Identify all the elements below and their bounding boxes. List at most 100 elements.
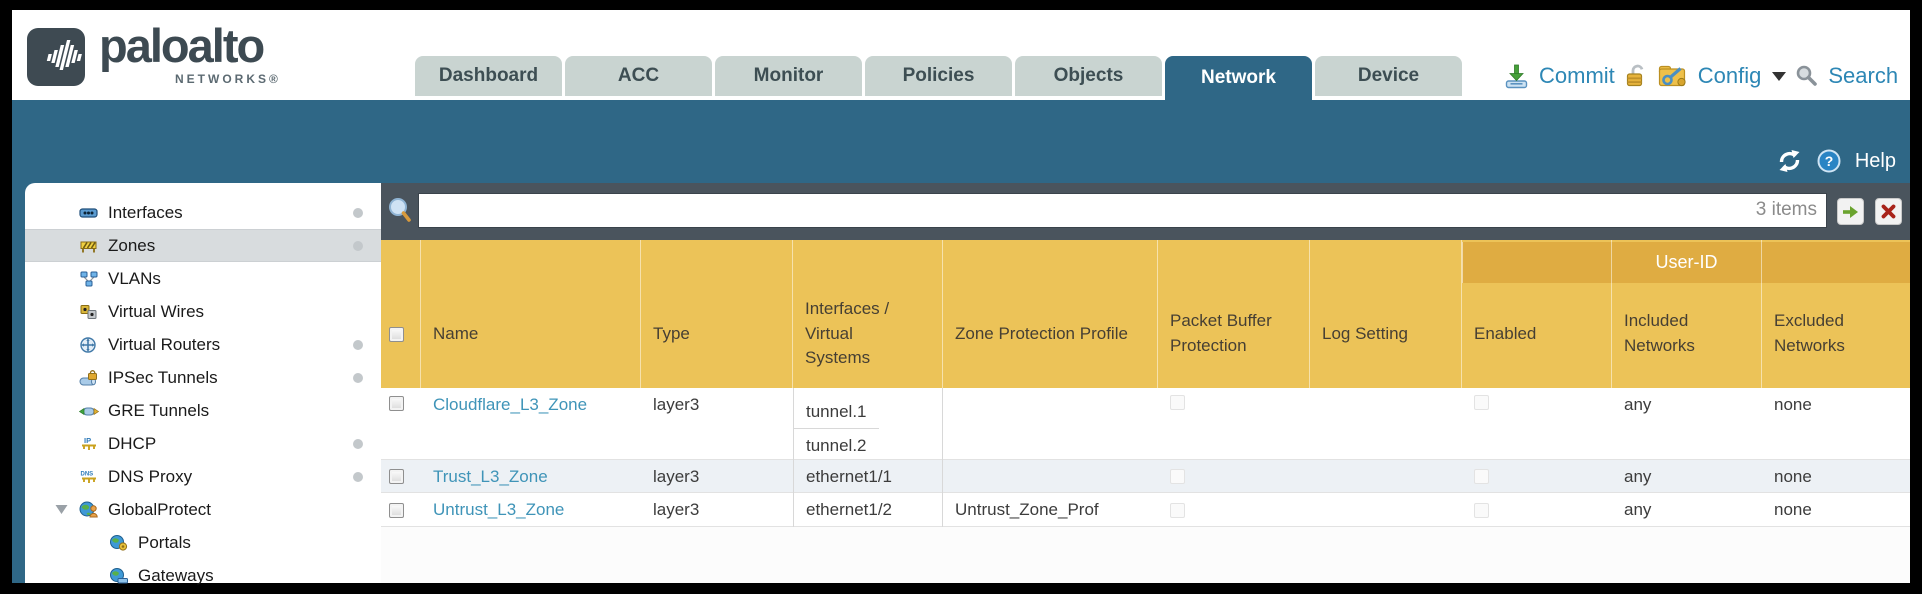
apply-filter-button[interactable] (1837, 198, 1864, 225)
packet-buffer-protection-cell (1158, 388, 1310, 463)
log-setting-cell (1310, 388, 1462, 463)
header-utilities: Commit Config Search (1503, 58, 1898, 94)
tab-acc[interactable]: ACC (565, 56, 712, 96)
virtual-wires-icon (79, 304, 99, 320)
help-icon[interactable]: ? (1817, 149, 1841, 173)
dns-proxy-icon: DNS (79, 469, 99, 485)
sub-header-band: ? Help (12, 100, 1910, 183)
commit-icon[interactable] (1503, 63, 1530, 89)
brand-name: paloalto (99, 19, 265, 72)
sidebar-item-label: Interfaces (108, 202, 183, 222)
brand-sub: NETWORKS® (175, 72, 281, 86)
sidebar-item-label: Virtual Routers (108, 334, 221, 354)
vlans-icon (79, 271, 99, 287)
help-label[interactable]: Help (1854, 149, 1896, 172)
excluded-networks-cell: none (1774, 395, 1812, 414)
portals-icon (109, 534, 129, 551)
user-id-enabled-cell (1462, 493, 1612, 527)
app-header: paloalto NETWORKS® Dashboard ACC Monitor… (12, 10, 1910, 100)
tab-device[interactable]: Device (1315, 56, 1462, 96)
sidebar-item-globalprotect[interactable]: GlobalProtect (25, 493, 381, 526)
tab-dashboard[interactable]: Dashboard (415, 56, 562, 96)
row-select-checkbox[interactable] (389, 502, 404, 518)
sidebar-item-gateways[interactable]: Gateways (25, 559, 381, 592)
zone-type-cell: layer3 (653, 466, 700, 486)
search-button[interactable]: Search (1828, 63, 1899, 88)
filter-input[interactable] (418, 193, 1827, 228)
row-select-checkbox[interactable] (389, 469, 404, 484)
sidebar-item-label: GRE Tunnels (108, 400, 210, 420)
column-header-log-setting[interactable]: Log Setting (1310, 240, 1462, 388)
commit-button[interactable]: Commit (1539, 63, 1615, 88)
interfaces-cell: tunnel.1 tunnel.2 (793, 388, 943, 463)
lock-icon[interactable] (1624, 63, 1649, 89)
sidebar-item-zones[interactable]: Zones (25, 229, 381, 262)
zone-name-link[interactable]: Cloudflare_L3_Zone (433, 395, 588, 414)
tab-objects[interactable]: Objects (1015, 56, 1162, 96)
column-header-included-networks[interactable]: Included Networks (1612, 240, 1762, 388)
search-icon[interactable] (1795, 64, 1819, 88)
sidebar-item-gre-tunnels[interactable]: GRE Tunnels (25, 394, 381, 427)
status-dot (353, 372, 363, 383)
status-dot (353, 240, 363, 251)
tab-network[interactable]: Network (1165, 56, 1312, 100)
row-select-checkbox[interactable] (389, 396, 404, 411)
included-networks-cell: any (1624, 500, 1652, 519)
sidebar-item-virtual-wires[interactable]: Virtual Wires (25, 295, 381, 328)
gre-tunnels-icon (79, 403, 99, 419)
sidebar-item-label: Virtual Wires (108, 301, 205, 321)
config-caret-icon[interactable] (1772, 71, 1787, 81)
status-dot (353, 471, 363, 482)
config-icon[interactable] (1658, 63, 1689, 89)
sidebar-item-dns-proxy[interactable]: DNS DNS Proxy (25, 460, 381, 493)
tab-monitor[interactable]: Monitor (715, 56, 862, 96)
user-id-enabled-checkbox (1474, 395, 1489, 410)
column-header-interfaces[interactable]: Interfaces / Virtual Systems (793, 240, 943, 388)
included-networks-cell: any (1624, 466, 1652, 486)
collapse-triangle-icon[interactable] (55, 504, 68, 515)
globalprotect-icon (79, 501, 99, 518)
filter-search-icon (389, 198, 411, 222)
column-header-packet-buffer-protection[interactable]: Packet Buffer Protection (1158, 240, 1310, 388)
left-accent-strip (12, 183, 25, 583)
interface-item: tunnel.1 (794, 395, 879, 429)
included-networks-cell: any (1624, 395, 1652, 414)
packet-buffer-checkbox (1170, 469, 1185, 484)
sidebar-item-interfaces[interactable]: Interfaces (25, 196, 381, 229)
zone-protection-profile-cell (943, 460, 1158, 493)
zone-name-link[interactable]: Untrust_L3_Zone (433, 500, 565, 519)
column-header-zone-protection-profile[interactable]: Zone Protection Profile (943, 240, 1158, 388)
virtual-routers-icon (79, 336, 99, 353)
column-header-user-id-enabled[interactable]: Enabled (1462, 240, 1612, 388)
dhcp-icon: IP (79, 436, 99, 452)
column-header-excluded-networks[interactable]: Excluded Networks (1774, 311, 1845, 355)
user-id-group-header: User-ID (1462, 242, 1910, 283)
select-all-cell (381, 240, 421, 388)
interfaces-icon (79, 205, 99, 221)
select-all-checkbox[interactable] (389, 326, 404, 342)
interface-item: tunnel.2 (806, 436, 867, 455)
user-id-enabled-checkbox (1474, 502, 1489, 518)
status-dot (353, 339, 363, 350)
interfaces-cell: ethernet1/2 (793, 493, 943, 527)
main-nav-tabs: Dashboard ACC Monitor Policies Objects N… (415, 56, 1462, 100)
sidebar-item-portals[interactable]: Portals (25, 526, 381, 559)
clear-filter-button[interactable] (1875, 198, 1902, 225)
sidebar-item-label: Gateways (138, 565, 214, 585)
interfaces-cell: ethernet1/1 (793, 460, 943, 493)
user-id-enabled-cell (1462, 388, 1612, 463)
zone-name-link[interactable]: Trust_L3_Zone (433, 466, 548, 486)
refresh-icon[interactable] (1776, 149, 1803, 173)
column-header-name[interactable]: Name (421, 240, 641, 388)
config-button[interactable]: Config (1697, 63, 1762, 88)
sidebar-item-label: DHCP (108, 433, 157, 453)
zones-table-header: User-ID Name Type Interfaces / Virtual S… (381, 240, 1910, 388)
tab-policies[interactable]: Policies (865, 56, 1012, 96)
status-dot (353, 438, 363, 449)
column-header-type[interactable]: Type (641, 240, 793, 388)
sidebar-item-ipsec-tunnels[interactable]: IPSec Tunnels (25, 361, 381, 394)
sidebar-item-virtual-routers[interactable]: Virtual Routers (25, 328, 381, 361)
sidebar-item-label: Zones (108, 235, 156, 255)
sidebar-item-dhcp[interactable]: IP DHCP (25, 427, 381, 460)
sidebar-item-vlans[interactable]: VLANs (25, 262, 381, 295)
